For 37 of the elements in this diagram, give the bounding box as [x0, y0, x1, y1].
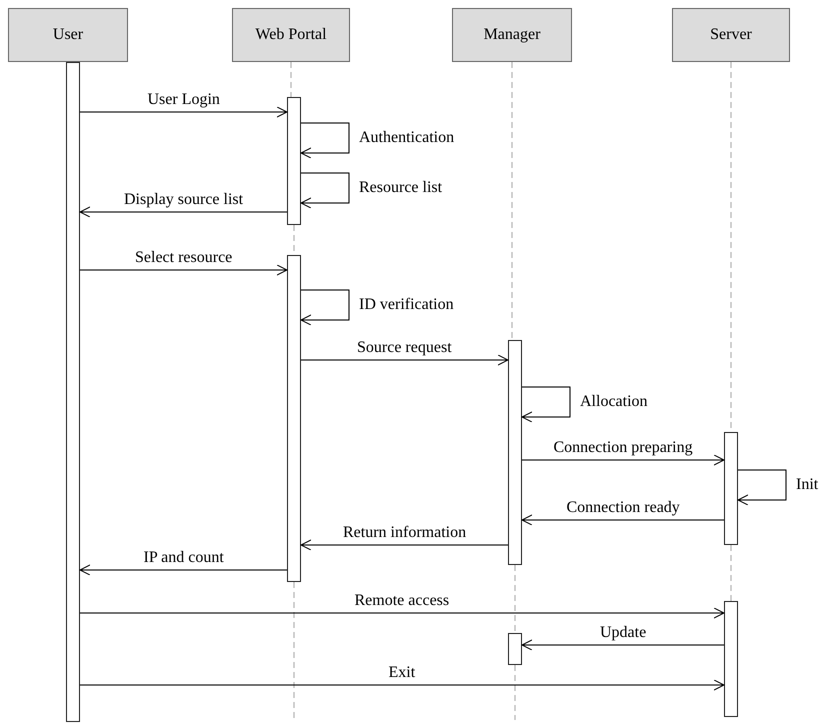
message-label: User Login — [146, 91, 222, 109]
message-arrow — [80, 106, 288, 118]
message-arrow — [300, 540, 508, 550]
message-arrow — [522, 514, 724, 526]
activation-bar — [724, 432, 738, 545]
self-message-arrow — [300, 290, 350, 326]
activation-bar — [287, 255, 301, 582]
activation-bar — [508, 340, 522, 565]
lifeline — [514, 564, 516, 634]
activation-bar — [508, 633, 522, 665]
self-message-arrow — [738, 470, 786, 506]
lifeline — [730, 544, 732, 602]
message-label: Connection preparing — [552, 439, 695, 457]
message-arrow — [522, 640, 724, 650]
message-label: Display source list — [122, 191, 246, 209]
message-label: Source request — [355, 339, 454, 357]
message-arrow — [80, 564, 288, 576]
lifeline — [514, 664, 516, 720]
activation-bar — [724, 601, 738, 717]
self-message-arrow — [300, 122, 350, 158]
message-arrow — [80, 680, 724, 690]
lifeline — [290, 62, 292, 98]
participant-box: Server — [672, 8, 790, 62]
message-label: Update — [598, 624, 648, 642]
message-arrow — [522, 454, 724, 466]
self-message-arrow — [300, 172, 350, 208]
message-arrow — [300, 354, 508, 366]
message-arrow — [80, 206, 288, 218]
message-arrow — [80, 608, 724, 618]
participant-box: User — [8, 8, 128, 62]
participant-box: Web Portal — [232, 8, 350, 62]
activation-bar — [287, 97, 301, 225]
message-label: Connection ready — [564, 499, 682, 517]
message-arrow — [80, 264, 288, 276]
activation-bar — [66, 62, 80, 722]
participant-box: Manager — [452, 8, 572, 62]
self-message-arrow — [522, 386, 570, 422]
